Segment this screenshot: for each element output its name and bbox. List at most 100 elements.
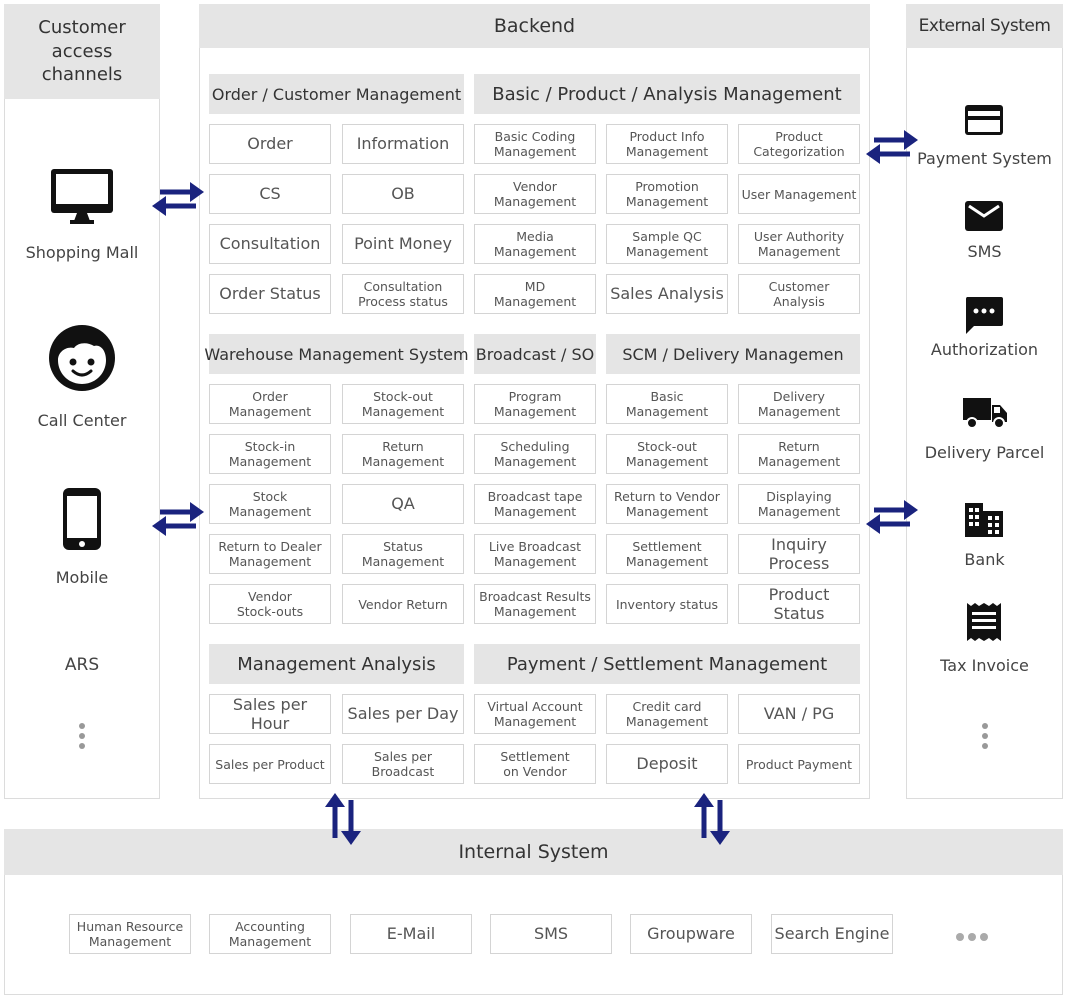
box-scm-return: Return Management [738,434,860,474]
vertical-bidirectional-arrow-icon [325,793,361,845]
box-live-broadcast: Live Broadcast Management [474,534,596,574]
section-management-analysis: Management Analysis [209,644,464,684]
section-broadcast: Broadcast / SO [474,334,596,374]
bidirectional-arrow-icon [866,130,918,164]
building-icon [965,503,1003,537]
box-wms-status: Status Management [342,534,464,574]
box-scm-delivery: Delivery Management [738,384,860,424]
section-warehouse: Warehouse Management System [204,334,469,374]
box-wms-qa: QA [342,484,464,524]
box-scheduling-management: Scheduling Management [474,434,596,474]
box-wms-return-to-dealer: Return to Dealer Management [209,534,331,574]
box-credit-card: Credit card Management [606,694,728,734]
box-consultation: Consultation [209,224,331,264]
box-wms-stock: Stock Management [209,484,331,524]
section-basic-product-analysis: Basic / Product / Analysis Management [474,74,860,114]
channel-shopping-mall: Shopping Mall [25,243,139,262]
box-deposit: Deposit [606,744,728,784]
box-broadcast-tape: Broadcast tape Management [474,484,596,524]
smiley-face-icon [49,325,115,391]
external-bank: Bank [964,550,1005,569]
box-sales-analysis: Sales Analysis [606,274,728,314]
internal-search-engine: Search Engine [771,914,893,954]
channel-ars: ARS [64,655,100,675]
box-wms-order: Order Management [209,384,331,424]
box-product-categorization: Product Categorization [738,124,860,164]
chat-bubble-icon [965,297,1003,334]
box-md-management: MD Management [474,274,596,314]
receipt-icon [967,603,1001,641]
external-payment-system: Payment System [917,149,1052,168]
box-wms-return: Return Management [342,434,464,474]
internal-system-title: Internal System [4,829,1063,875]
box-scm-displaying: Displaying Management [738,484,860,524]
smartphone-icon [63,488,101,550]
box-broadcast-results: Broadcast Results Management [474,584,596,624]
external-system-title: External System [906,4,1063,48]
box-wms-vendor-stock-outs: Vendor Stock-outs [209,584,331,624]
box-program-management: Program Management [474,384,596,424]
vertical-bidirectional-arrow-icon [694,793,730,845]
box-scm-inventory-status: Inventory status [606,584,728,624]
truck-icon [963,398,1007,429]
vertical-ellipsis-icon [79,723,85,749]
box-virtual-account: Virtual Account Management [474,694,596,734]
external-tax-invoice: Tax Invoice [940,656,1029,675]
box-ob: OB [342,174,464,214]
box-user-authority: User Authority Management [738,224,860,264]
external-authorization: Authorization [930,340,1039,359]
box-cs: CS [209,174,331,214]
box-product-payment: Product Payment [738,744,860,784]
box-wms-vendor-return: Vendor Return [342,584,464,624]
box-scm-return-to-vendor: Return to Vendor Management [606,484,728,524]
internal-email: E-Mail [350,914,472,954]
box-sales-per-broadcast: Sales per Broadcast [342,744,464,784]
customer-channels-panel [4,4,160,799]
internal-groupware: Groupware [630,914,752,954]
box-basic-coding: Basic Coding Management [474,124,596,164]
channel-mobile: Mobile [55,568,109,587]
box-vendor-management: Vendor Management [474,174,596,214]
box-scm-stock-out: Stock-out Management [606,434,728,474]
box-scm-basic: Basic Management [606,384,728,424]
box-information: Information [342,124,464,164]
box-product-info: Product Info Management [606,124,728,164]
internal-accounting: Accounting Management [209,914,331,954]
box-promotion-management: Promotion Management [606,174,728,214]
box-point-money: Point Money [342,224,464,264]
section-scm-delivery: SCM / Delivery Managemen [606,334,860,374]
box-sample-qc: Sample QC Management [606,224,728,264]
envelope-icon [965,201,1003,231]
box-order-status: Order Status [209,274,331,314]
section-order-customer: Order / Customer Management [209,74,464,114]
backend-title: Backend [199,4,870,48]
internal-human-resource: Human Resource Management [69,914,191,954]
customer-channels-title: Customer access channels [4,4,160,99]
box-settlement-on-vendor: Settlement on Vendor [474,744,596,784]
vertical-ellipsis-icon [982,723,988,749]
box-media-management: Media Management [474,224,596,264]
box-sales-per-product: Sales per Product [209,744,331,784]
bidirectional-arrow-icon [866,500,918,534]
bidirectional-arrow-icon [152,502,204,536]
box-user-management: User Management [738,174,860,214]
channel-call-center: Call Center [37,411,127,430]
external-delivery-parcel: Delivery Parcel [924,443,1045,462]
box-consultation-process-status: Consultation Process status [342,274,464,314]
box-order: Order [209,124,331,164]
credit-card-icon [965,105,1003,135]
desktop-icon [51,169,113,224]
section-payment-settlement: Payment / Settlement Management [474,644,860,684]
bidirectional-arrow-icon [152,182,204,216]
horizontal-ellipsis-icon [956,933,988,941]
box-customer-analysis: Customer Analysis [738,274,860,314]
box-sales-per-day: Sales per Day [342,694,464,734]
box-wms-stock-out: Stock-out Management [342,384,464,424]
box-scm-inquiry-process: Inquiry Process [738,534,860,574]
box-wms-stock-in: Stock-in Management [209,434,331,474]
box-scm-product-status: Product Status [738,584,860,624]
box-sales-per-hour: Sales per Hour [209,694,331,734]
external-sms: SMS [967,242,1002,261]
box-van-pg: VAN / PG [738,694,860,734]
internal-sms: SMS [490,914,612,954]
